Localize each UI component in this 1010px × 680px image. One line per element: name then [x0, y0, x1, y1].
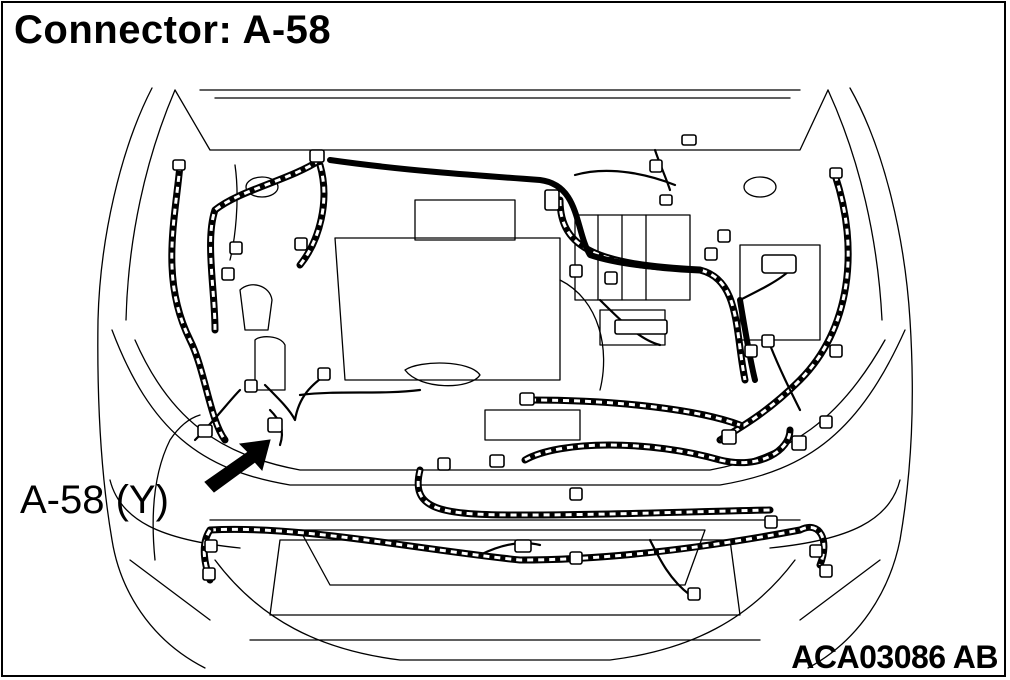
- connectors: [172, 134, 843, 601]
- figure-id: ACA03086 AB: [791, 639, 998, 675]
- wire-harness-dashed: [168, 156, 852, 584]
- page-title: Connector: A-58: [14, 8, 332, 52]
- front-bumper-grille: [129, 519, 881, 661]
- engine-components: [229, 164, 821, 441]
- connector-callout-label: A-58 (Y): [20, 478, 169, 522]
- a58-pointer-arrow: [152, 414, 271, 561]
- wire-harness-solid: [327, 157, 758, 383]
